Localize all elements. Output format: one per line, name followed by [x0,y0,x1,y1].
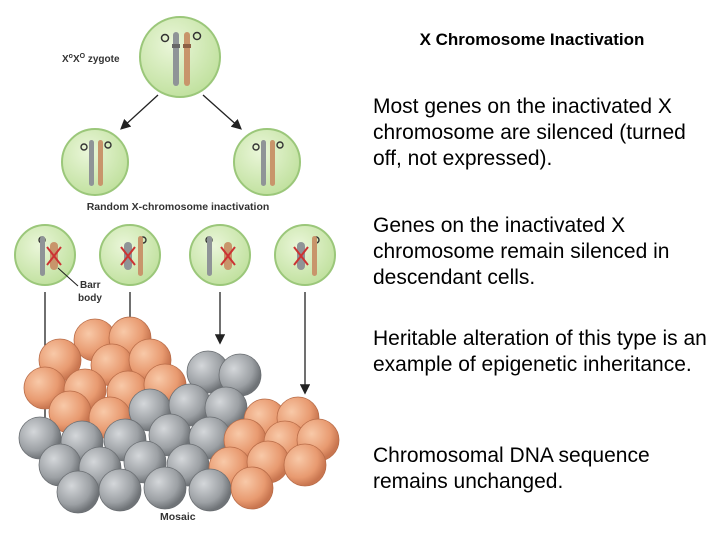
gray-cell [188,468,232,512]
arrow-to-right-cell [202,94,242,130]
inactivation-mark [46,246,62,266]
bullet-descendant-cells: Genes on the inactivated X chromosome re… [373,214,670,289]
zygote-label: XoXO zygote [62,53,120,65]
inactivation-mark [293,246,309,266]
mosaic-cell-cluster [18,316,340,514]
x-inactivation-figure: XoXO zygote [14,16,340,523]
inactivation-mark [120,246,136,266]
bullet-dna-unchanged: Chromosomal DNA sequence remains unchang… [373,444,650,493]
cell-gen3-4 [274,224,336,286]
zygote-cell [139,16,221,98]
daughter-cell-right [233,128,301,196]
bullet-epigenetic: Heritable alteration of this type is an … [373,327,707,376]
orange-x-chromosome [184,32,190,86]
orange-cell [230,466,274,510]
gray-cell [143,466,187,510]
gray-cell [98,468,142,512]
orange-cell [283,443,327,487]
inactivation-mark [220,246,236,266]
cell-gen3-2 [99,224,161,286]
random-inactivation-label: Random X-chromosome inactivation [87,201,270,213]
gray-x-chromosome [173,32,179,86]
barr-body-label-2: body [78,293,102,304]
bullet-silenced-genes: Most genes on the inactivated X chromoso… [373,95,686,170]
mosaic-label: Mosaic [160,511,196,523]
cell-gen3-3 [189,224,251,286]
daughter-cell-left [61,128,129,196]
slide-title: X Chromosome Inactivation [419,30,645,49]
barr-body-pointer [57,267,79,287]
barr-body-label: Barr [80,280,101,291]
cell-gen3-1 [14,224,76,286]
gray-cell [56,470,100,514]
arrow-to-left-cell [120,94,159,130]
